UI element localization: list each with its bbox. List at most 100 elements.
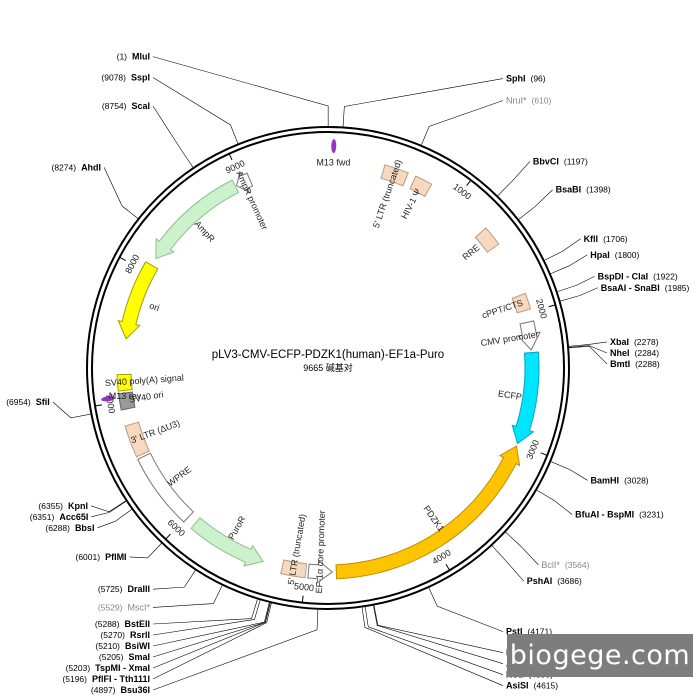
- site-acc65i-name[interactable]: Acc65I: [59, 512, 88, 522]
- site-bcli-name[interactable]: BclI*: [541, 560, 560, 570]
- site-psti-name[interactable]: PstI: [506, 627, 523, 637]
- feature-ori[interactable]: [117, 261, 159, 340]
- site-rsrii-name[interactable]: RsrII: [130, 630, 150, 640]
- site-bamhi-name[interactable]: BamHI: [591, 475, 620, 485]
- site-leader-line: [496, 161, 531, 197]
- site-leader-line: [91, 500, 128, 518]
- primer-m13rev[interactable]: [101, 395, 116, 402]
- site-tspmi-xmai-position: (5203): [66, 663, 91, 673]
- site-draiii-name[interactable]: DraIII: [127, 584, 150, 594]
- site-leader-line: [103, 167, 139, 220]
- site-sfii-position: (6954): [6, 397, 31, 407]
- feature-ef1a[interactable]: [307, 559, 334, 584]
- site-bspdi-clai-name[interactable]: BspDI - ClaI: [598, 271, 649, 281]
- primer-m13fwd[interactable]: [331, 139, 337, 154]
- feature-ampr[interactable]: [155, 179, 240, 260]
- site-bsteii-name[interactable]: BstEII: [124, 619, 150, 629]
- feature-label-wpre: WPRE: [165, 464, 193, 488]
- tick-mark: [548, 304, 556, 308]
- site-hpai-name[interactable]: HpaI: [590, 250, 610, 260]
- backbone-outer: [86, 126, 570, 610]
- site-sphi-position: (96): [531, 74, 546, 84]
- site-kfli-name[interactable]: KflI: [584, 234, 599, 244]
- site-leader-line: [517, 189, 553, 221]
- feature-hiv-psi[interactable]: [409, 175, 433, 198]
- site-smai-name[interactable]: SmaI: [128, 652, 150, 662]
- site-sspi-name[interactable]: SspI: [131, 72, 150, 82]
- site-tspmi-xmai-name[interactable]: TspMI - XmaI: [95, 663, 150, 673]
- site-ahdi-name[interactable]: AhdI: [81, 162, 101, 172]
- feature-ecfp[interactable]: [511, 351, 540, 445]
- tick-mark: [540, 452, 548, 456]
- site-xbai-position: (2278): [634, 337, 659, 347]
- site-mlui-name[interactable]: MluI: [132, 52, 150, 62]
- site-bmti-name[interactable]: BmtI: [610, 359, 630, 369]
- primer-label-m13rev: M13 rev: [109, 391, 142, 401]
- site-bspdi-clai-position: (1922): [653, 271, 678, 281]
- site-bfuai-bspmi-name[interactable]: BfuAI - BspMI: [575, 510, 634, 520]
- watermark-logo: biogege.com: [507, 634, 693, 677]
- site-nhei-name[interactable]: NheI: [610, 348, 630, 358]
- site-leader-line: [342, 78, 504, 128]
- tick-label: 2000: [534, 298, 549, 320]
- site-leader-line: [568, 341, 607, 347]
- feature-5ltr-a[interactable]: [380, 164, 409, 187]
- feature-label-puror: PuroR: [226, 514, 248, 542]
- feature-sv40-polya[interactable]: [116, 373, 133, 392]
- site-leader-line: [373, 604, 504, 653]
- feature-pdzk1[interactable]: [335, 445, 521, 580]
- site-nrui-name[interactable]: NruI*: [506, 96, 527, 106]
- site-bsiwi-name[interactable]: BsiWI: [125, 641, 150, 651]
- feature-3ltr[interactable]: [124, 421, 150, 458]
- site-pflfi-tth111i-name[interactable]: PflFI - Tth111I: [92, 674, 150, 684]
- site-leader-line: [52, 401, 92, 419]
- site-leader-line: [152, 105, 194, 169]
- feature-cmv-promoter[interactable]: [517, 320, 541, 351]
- site-sphi-name[interactable]: SphI: [506, 74, 526, 84]
- site-bfuai-bspmi-position: (3231): [639, 510, 664, 520]
- feature-wpre[interactable]: [137, 452, 195, 523]
- feature-sv40-ori[interactable]: [118, 391, 136, 411]
- site-bsaai-snabi-name[interactable]: BsaAI - SnaBI: [601, 283, 660, 293]
- feature-label-cppt: cPPT/CTS: [481, 298, 524, 321]
- feature-label-hiv-psi: HIV-1 Ψ: [399, 187, 423, 221]
- site-leader-line: [152, 602, 272, 680]
- site-bsabi-name[interactable]: BsaBI: [556, 185, 582, 195]
- tick-mark: [301, 595, 304, 603]
- tick-label: 3000: [524, 438, 541, 460]
- site-kpni-name[interactable]: KpnI: [68, 501, 88, 511]
- site-sspi-position: (9078): [101, 72, 126, 82]
- tick-label: 8000: [123, 253, 141, 275]
- site-bbvci-name[interactable]: BbvCI: [533, 156, 559, 166]
- site-msci-position: (5529): [98, 602, 123, 612]
- site-xbai-name[interactable]: XbaI: [610, 337, 629, 347]
- site-bbsi-name[interactable]: BbsI: [75, 523, 95, 533]
- tick-mark: [94, 404, 103, 407]
- site-leader-line: [97, 508, 133, 529]
- feature-rre[interactable]: [474, 227, 500, 253]
- site-pflfi-tth111i-position: (5196): [62, 674, 87, 684]
- site-asisi-name[interactable]: AsiSI: [506, 681, 529, 691]
- site-bsaai-snabi-position: (1985): [665, 283, 690, 293]
- feature-ampr-promoter[interactable]: [235, 170, 254, 194]
- feature-5ltr-b[interactable]: [280, 559, 308, 579]
- site-msci-name[interactable]: MscI*: [128, 602, 151, 612]
- site-leader-line: [372, 604, 504, 664]
- backbone-inner: [91, 131, 565, 605]
- feature-puror[interactable]: [190, 517, 264, 567]
- tick-mark: [228, 153, 233, 161]
- site-scai-name[interactable]: ScaI: [131, 101, 150, 111]
- tick-mark: [466, 179, 472, 187]
- site-leader-line: [568, 345, 608, 365]
- feature-cppt[interactable]: [511, 292, 532, 314]
- site-pflmi-name[interactable]: PflMI: [105, 552, 127, 562]
- site-pshai-position: (3686): [557, 576, 582, 586]
- site-bsabi-position: (1398): [586, 185, 611, 195]
- site-smai-position: (5205): [99, 652, 124, 662]
- feature-label-ef1a: EF-1α core promoter: [314, 510, 327, 594]
- site-sfii-name[interactable]: SfiI: [36, 397, 50, 407]
- site-nrui-position: (610): [532, 96, 552, 106]
- site-pshai-name[interactable]: PshAI: [527, 576, 553, 586]
- site-bsu36i-name[interactable]: Bsu36I: [120, 685, 150, 695]
